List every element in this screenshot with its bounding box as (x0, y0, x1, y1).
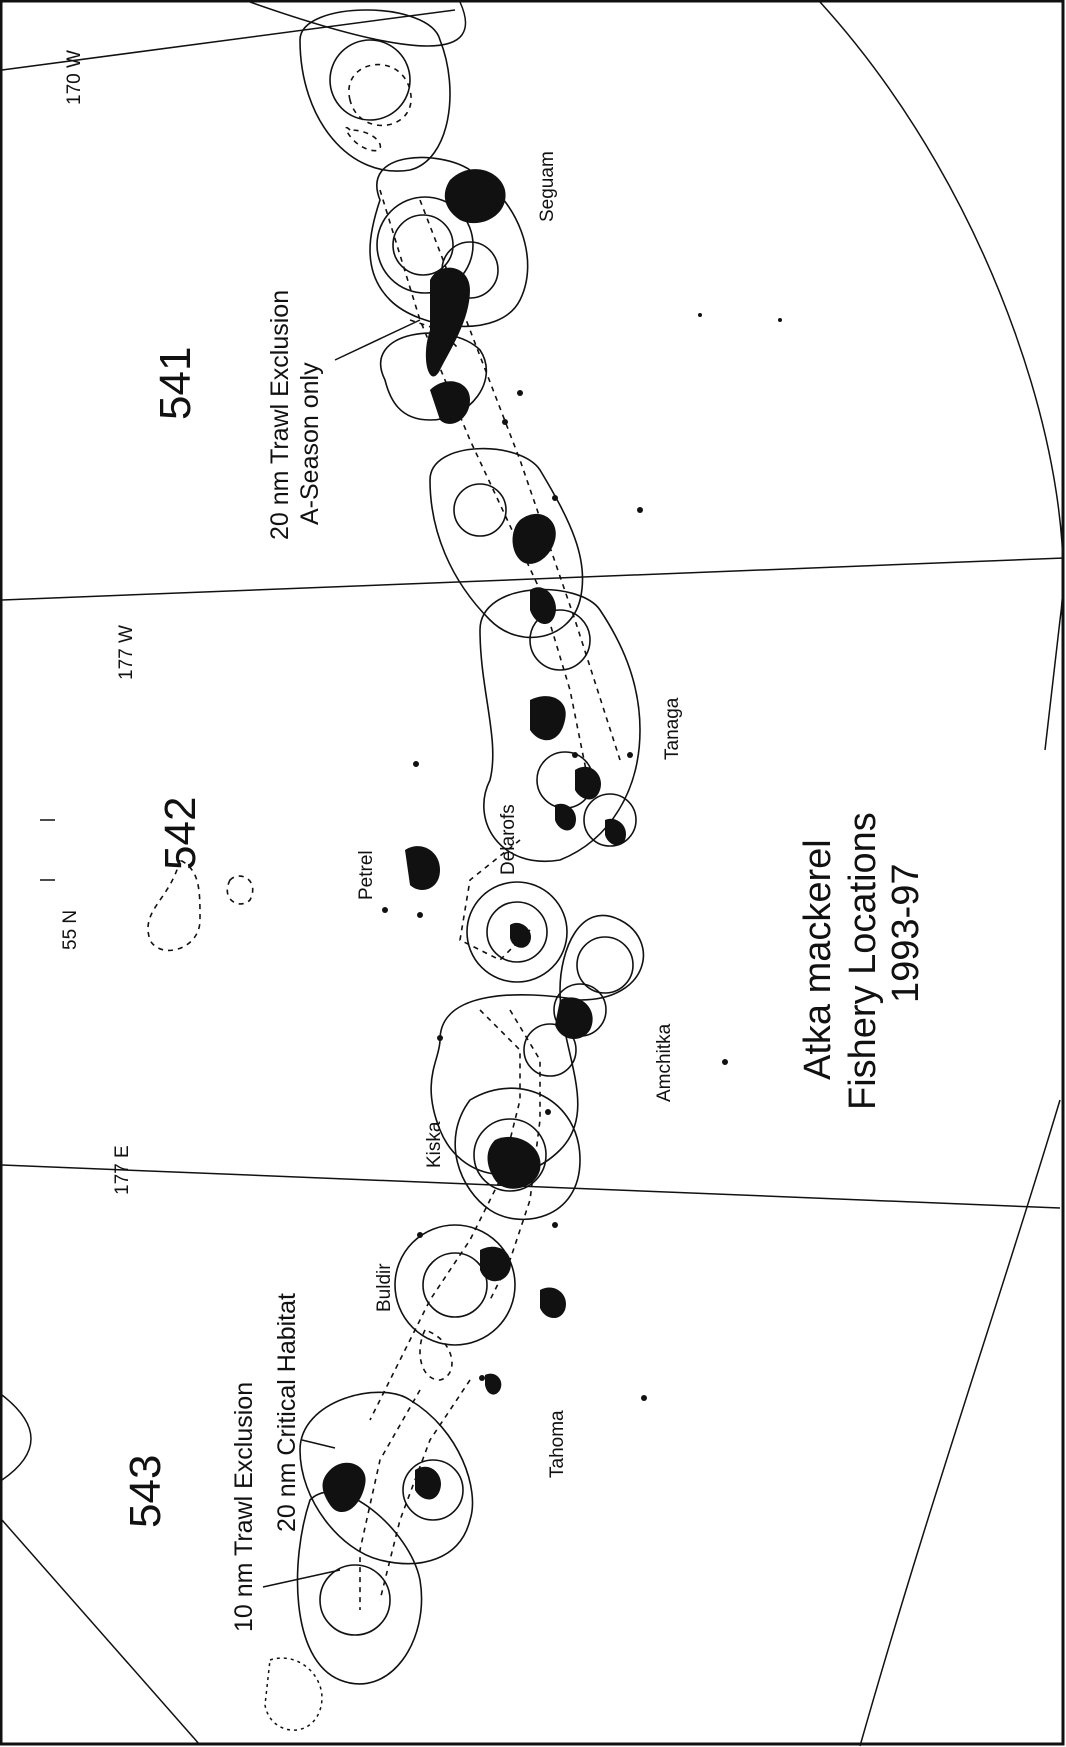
latitude-55n-label: 55 N (60, 910, 81, 950)
sw-dashed-islets (264, 1657, 323, 1731)
legend-20nm-leader-line (301, 1439, 336, 1449)
scattered-fishery-points (382, 313, 782, 1401)
island-petrel-label: Petrel (356, 850, 377, 900)
map-title-line3: 1993-97 (885, 864, 927, 1003)
area-542-label: 542 (156, 797, 205, 870)
southeast-boundary-curve (859, 1099, 1061, 1747)
rotated-labels: 170 W 177 W 177 E 55 N 541 542 543 Segua… (60, 50, 927, 1632)
latitude-ticks (40, 819, 55, 881)
meridian-170w-label: 170 W (64, 50, 85, 105)
a-season-label-line1: 20 nm Trawl Exclusion (266, 290, 294, 540)
area-541-label: 541 (151, 347, 200, 420)
fishery-location-clusters (322, 169, 626, 1513)
meridian-177w-line (1, 557, 1065, 601)
meridian-177w-label: 177 W (116, 625, 137, 680)
southwest-boundary-curve (1, 1519, 201, 1746)
meridian-177e-label: 177 E (112, 1145, 133, 1195)
dashed-exclusion-lines (147, 63, 621, 1610)
island-tahoma-label: Tahoma (547, 1410, 568, 1478)
legend-10nm-label: 10 nm Trawl Exclusion (230, 1382, 258, 1632)
island-tanaga-label: Tanaga (662, 697, 683, 760)
island-seguam-label: Seguam (537, 151, 558, 222)
a-season-label-line2: A-Season only (296, 362, 324, 525)
legend-20nm-label: 20 nm Critical Habitat (273, 1293, 301, 1532)
island-delarofs-label: Delarofs (498, 804, 519, 875)
island-buldir-label: Buldir (374, 1263, 395, 1312)
east-boundary-curve (819, 1, 1064, 751)
map-title-line2: Fishery Locations (842, 812, 884, 1110)
north-boundary-curve (249, 1, 467, 47)
island-amchitka-label: Amchitka (654, 1023, 675, 1102)
island-kiska-label: Kiska (424, 1121, 445, 1168)
west-boundary-curve (1, 1394, 32, 1481)
meridian-177e-line (1, 1164, 1061, 1209)
area-543-label: 543 (121, 1455, 170, 1528)
map-title-line1: Atka mackerel (797, 839, 839, 1080)
meridian-170w-line (1, 9, 456, 71)
critical-habitat-buffers (296, 9, 645, 1685)
a-season-leader-line (334, 319, 421, 361)
legend-10nm-leader-line (262, 1569, 341, 1588)
